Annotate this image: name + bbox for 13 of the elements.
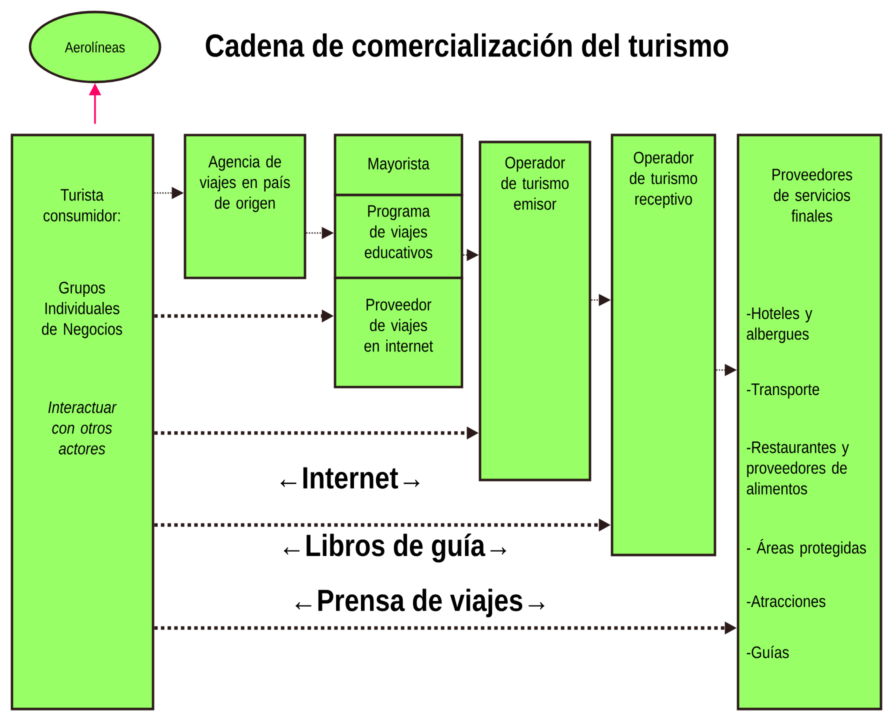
process-box: Operador de turismo receptivo [610, 134, 716, 556]
process-box: Programa de viajes educativos [334, 194, 464, 280]
process-box: Proveedores de servicios finales -Hoteles y albergues -Transporte -Restaurantes y proveedores de alimentos - Áreas protegidas -Atracciones -Guías [736, 134, 882, 710]
edge-label: ←Libros de guía→ [277, 532, 513, 564]
process-box: Agencia de viajes en país de origen [184, 134, 306, 280]
process-box: Turista consumidor: Grupos Individuales de Negocios Interactuar con otros actores [10, 134, 154, 710]
process-box: Operador de turismo emisor [478, 140, 592, 482]
edge-label: ←Prensa de viajes→ [288, 587, 552, 619]
ellipse-node: Aerolíneas [28, 10, 162, 84]
edge-label: ←Internet→ [274, 466, 426, 490]
process-box: Mayorista [334, 134, 464, 196]
process-box: Proveedor de viajes en internet [334, 276, 464, 388]
title: Cadena de comercialización del turismo [206, 33, 728, 57]
